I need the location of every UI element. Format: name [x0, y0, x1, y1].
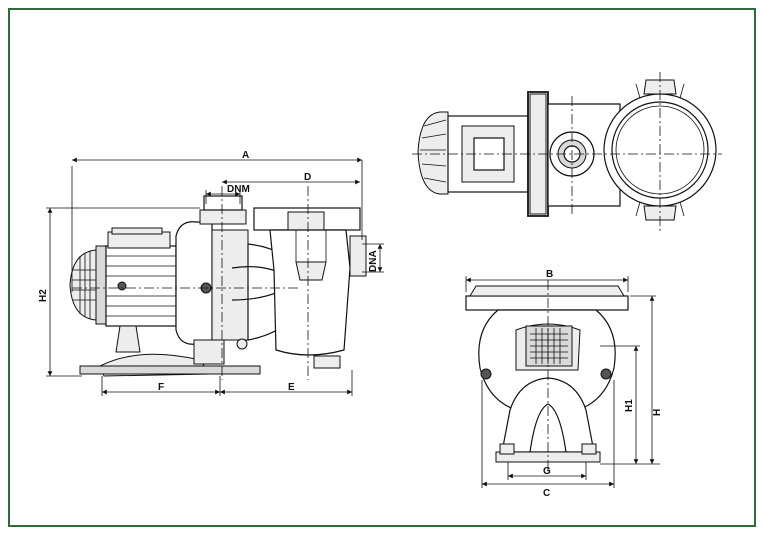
label-E: E	[288, 382, 295, 393]
top-view	[412, 72, 722, 232]
label-A: A	[242, 150, 249, 161]
prefilter-basket	[253, 207, 367, 369]
motor-fan-cover	[69, 245, 107, 325]
front-view	[465, 280, 629, 470]
label-DNM: DNM	[227, 184, 250, 195]
label-G: G	[543, 466, 551, 477]
front-dimensions: B H1 H G C	[465, 269, 663, 499]
strainer-grid	[530, 328, 568, 364]
label-H: H	[652, 409, 663, 416]
side-dimensions: A D DNM DNA H2 F E	[38, 150, 384, 396]
label-H1: H1	[624, 399, 635, 412]
side-view	[69, 186, 367, 380]
label-B: B	[546, 269, 553, 280]
motor-body	[105, 227, 177, 327]
label-DNA: DNA	[368, 250, 379, 272]
label-C: C	[543, 488, 550, 499]
label-D: D	[304, 172, 311, 183]
label-F: F	[158, 382, 164, 393]
label-H2: H2	[38, 289, 49, 302]
motor-foot	[79, 325, 261, 377]
